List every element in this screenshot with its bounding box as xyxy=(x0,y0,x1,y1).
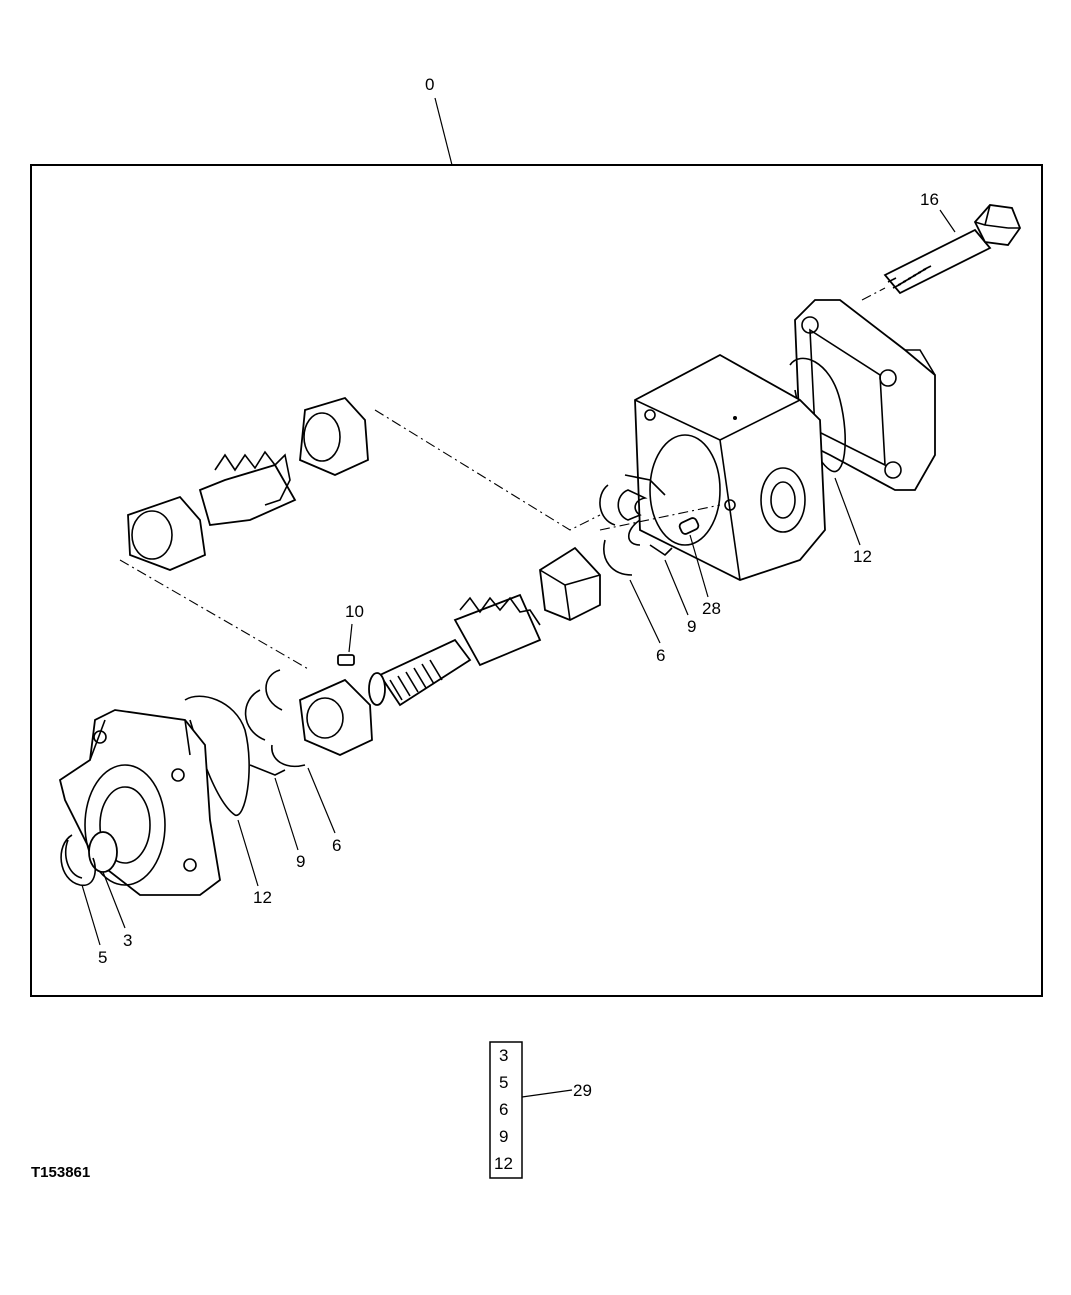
seal-right-9 xyxy=(617,489,673,557)
shaft-seal-part xyxy=(88,831,118,873)
left-bearing-block-part xyxy=(299,678,373,756)
figure-id: T153861 xyxy=(31,1164,90,1181)
callout-29: 29 xyxy=(573,1081,592,1100)
kit-item: 3 xyxy=(499,1046,508,1065)
kit-item: 12 xyxy=(494,1154,513,1173)
leader-6-left xyxy=(307,767,336,834)
seal-left-6 xyxy=(265,669,306,767)
leader-9-left xyxy=(274,777,299,851)
dowel-pin-part xyxy=(678,517,700,535)
leader-6-right xyxy=(629,579,661,644)
drive-shaft-part xyxy=(368,593,542,707)
callout-12-left: 12 xyxy=(253,888,272,907)
leader-10 xyxy=(348,623,353,653)
leader-9-right xyxy=(664,559,689,616)
o-ring-left xyxy=(184,695,250,816)
callout-6-left: 6 xyxy=(332,836,341,855)
callout-0: 0 xyxy=(425,75,434,94)
leader-3 xyxy=(102,871,126,929)
leader-16 xyxy=(939,209,956,233)
alignment-line-mid xyxy=(599,504,721,531)
leader-29 xyxy=(521,1089,573,1098)
callout-28: 28 xyxy=(702,599,721,618)
callout-3: 3 xyxy=(123,931,132,950)
callout-6-right: 6 xyxy=(656,646,665,665)
key-part xyxy=(337,654,355,666)
leader-12-left xyxy=(237,819,259,887)
leader-0 xyxy=(434,97,453,166)
leader-12-right xyxy=(834,477,861,546)
alignment-line-upper xyxy=(374,409,601,531)
seal-right-w xyxy=(624,474,666,546)
leader-5 xyxy=(81,884,101,946)
kit-item: 6 xyxy=(499,1100,508,1119)
driven-gear-assembly xyxy=(127,396,369,571)
seal-right-6 xyxy=(599,484,633,576)
callout-9-right: 9 xyxy=(687,617,696,636)
kit-box xyxy=(489,1041,523,1179)
front-cover-part xyxy=(58,709,221,896)
kit-item: 9 xyxy=(499,1127,508,1146)
alignment-line-left xyxy=(119,559,311,671)
leader-28 xyxy=(689,534,709,598)
pump-body-part xyxy=(634,353,826,581)
snap-ring-part xyxy=(60,834,96,886)
callout-5: 5 xyxy=(98,948,107,967)
bolt-part xyxy=(861,204,1022,301)
bearing-block-part xyxy=(539,546,601,621)
assembly-frame xyxy=(30,164,1043,997)
callout-10: 10 xyxy=(345,602,364,621)
callout-9-left: 9 xyxy=(296,852,305,871)
callout-12-right: 12 xyxy=(853,547,872,566)
seal-left-9 xyxy=(244,689,286,776)
callout-16: 16 xyxy=(920,190,939,209)
kit-item: 5 xyxy=(499,1073,508,1092)
